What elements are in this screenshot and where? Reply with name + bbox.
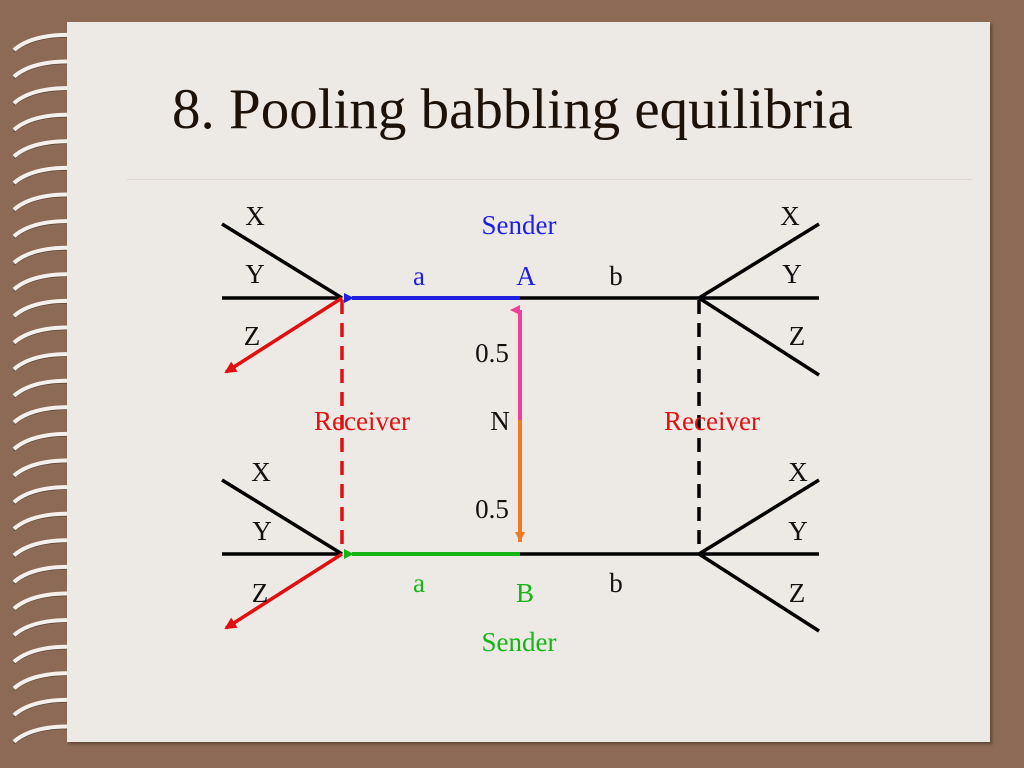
slide: 8. Pooling babbling equilibria	[67, 22, 990, 742]
label-bottom-left-X: X	[251, 457, 271, 487]
label-prob-bottom: 0.5	[475, 494, 509, 524]
action-bottom-left-Z	[224, 552, 343, 630]
label-top-right-X: X	[780, 201, 800, 231]
slide-title: 8. Pooling babbling equilibria	[172, 78, 853, 141]
label-top-left-X: X	[245, 201, 265, 231]
label-type-B: B	[516, 578, 534, 608]
label-top-left-Z: Z	[244, 321, 261, 351]
action-top-left-Z	[224, 296, 343, 374]
label-top-msg-b: b	[609, 261, 623, 291]
label-bottom-left-Y: Y	[252, 516, 272, 546]
label-bottom-right-Z: Z	[789, 578, 806, 608]
label-bottom-right-Y: Y	[788, 516, 808, 546]
label-top-msg-a: a	[413, 261, 425, 291]
label-top-right-Z: Z	[789, 321, 806, 351]
action-bottom-left-X	[221, 478, 343, 556]
action-top-left-X	[221, 222, 343, 300]
label-bottom-msg-a: a	[413, 568, 425, 598]
label-top-left-Y: Y	[245, 259, 265, 289]
action-top-right-Z	[698, 296, 820, 377]
action-bottom-right-X	[698, 478, 820, 556]
label-bottom-left-Z: Z	[252, 578, 269, 608]
label-nature: N	[490, 406, 510, 436]
title-divider	[127, 179, 972, 180]
label-bottom-sender: Sender	[482, 627, 557, 657]
label-prob-top: 0.5	[475, 338, 509, 368]
label-top-right-Y: Y	[782, 259, 802, 289]
label-bottom-msg-b: b	[609, 568, 623, 598]
label-top-sender: Sender	[482, 210, 557, 240]
action-bottom-right-Z	[698, 552, 820, 633]
label-bottom-right-X: X	[788, 457, 808, 487]
label-receiver-right: Receiver	[664, 406, 760, 436]
label-type-A: A	[516, 261, 536, 291]
action-top-right-X	[698, 222, 820, 300]
label-receiver-left: Receiver	[314, 406, 410, 436]
